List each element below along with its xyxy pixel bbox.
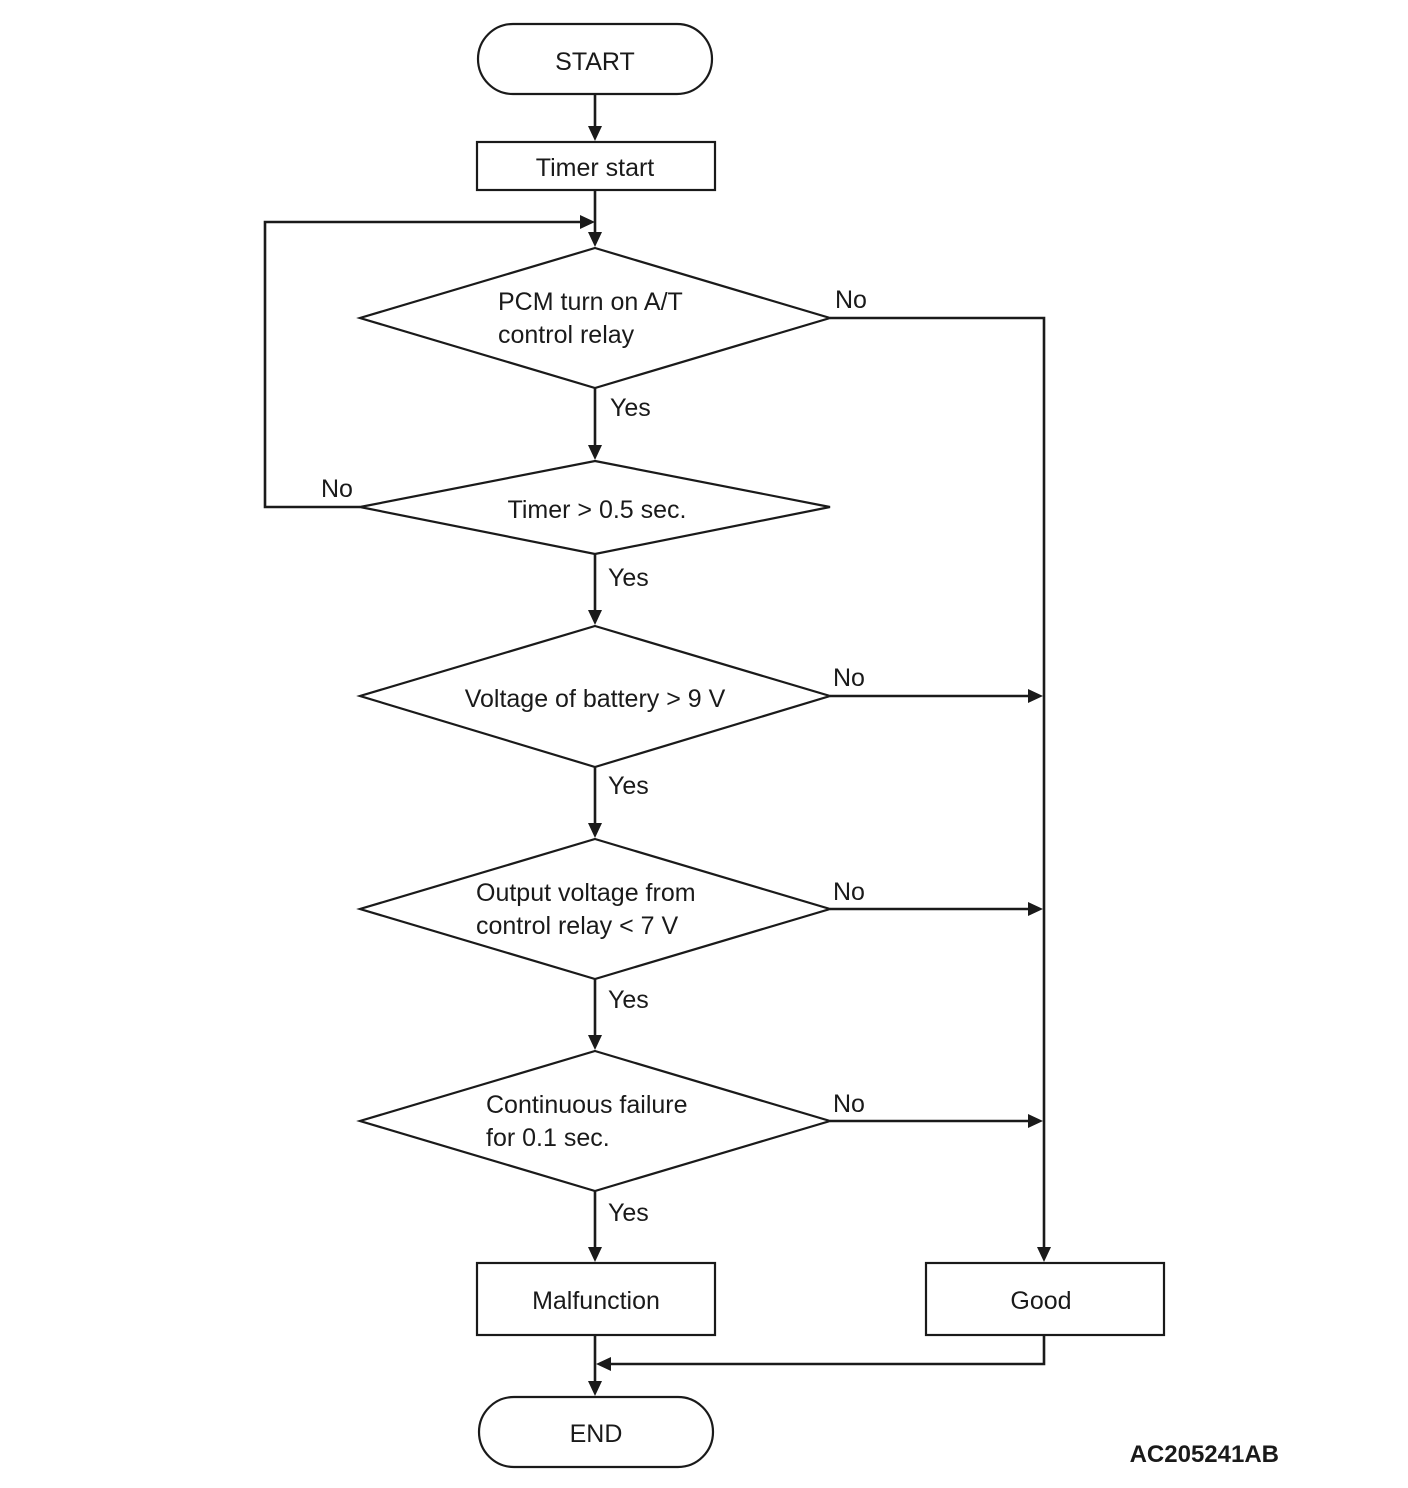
arrowhead-good (1037, 1247, 1051, 1262)
output-decision-line1: Output voltage from (476, 879, 696, 907)
battery-no-label: No (833, 664, 865, 692)
continuous-no-label: No (833, 1090, 865, 1118)
relay-decision-node: PCM turn on A/T control relay (356, 246, 834, 390)
battery-yes-label: Yes (608, 772, 649, 800)
timer-start-box (475, 140, 717, 192)
end-node: END (477, 1395, 715, 1469)
arrowheads (580, 126, 1051, 1396)
arrowhead-end (588, 1381, 602, 1396)
continuous-decision-diamond (356, 1049, 834, 1193)
arrowhead-continuous-decision (588, 1035, 602, 1050)
connector-timer-no-loop (263, 220, 582, 509)
arrowhead-battery-decision (588, 610, 602, 625)
arrowhead-battery-no (1028, 689, 1043, 703)
end-label: END (570, 1420, 623, 1448)
timer-decision-label: Timer > 0.5 sec. (508, 496, 687, 524)
connector-relay-no-to-good (830, 316, 1046, 1249)
timer-decision-diamond (359, 459, 831, 556)
arrowhead-timer-start (588, 126, 602, 141)
relay-decision-line1: PCM turn on A/T (498, 288, 683, 316)
branch-labels: No Yes No Yes No Yes No Yes No Yes (321, 286, 867, 1227)
good-node: Good (924, 1261, 1166, 1337)
connectors (263, 94, 1046, 1383)
relay-decision-line2: control relay (498, 321, 635, 349)
timer-no-label: No (321, 475, 353, 503)
start-terminal-shape (476, 22, 714, 96)
arrowhead-loop-return (580, 215, 595, 229)
good-box (924, 1261, 1166, 1337)
output-decision-diamond (356, 837, 834, 981)
malfunction-node: Malfunction (475, 1261, 717, 1337)
arrowhead-malfunction (588, 1247, 602, 1262)
continuous-decision-line2: for 0.1 sec. (486, 1124, 610, 1152)
battery-decision-label: Voltage of battery > 9 V (465, 685, 726, 713)
start-label: START (555, 48, 635, 76)
good-label: Good (1010, 1287, 1071, 1315)
output-yes-label: Yes (608, 986, 649, 1014)
battery-decision-diamond (356, 624, 834, 769)
timer-decision-node: Timer > 0.5 sec. (359, 459, 831, 556)
relay-no-label: No (835, 286, 867, 314)
continuous-decision-node: Continuous failure for 0.1 sec. (356, 1049, 834, 1193)
arrowhead-output-no (1028, 902, 1043, 916)
figure-id: AC205241AB (1130, 1441, 1279, 1468)
arrowhead-relay-decision (588, 232, 602, 247)
malfunction-box (475, 1261, 717, 1337)
start-node: START (476, 22, 714, 96)
connector-good-to-end (609, 1335, 1046, 1366)
battery-decision-node: Voltage of battery > 9 V (356, 624, 834, 769)
timer-start-label: Timer start (536, 154, 655, 182)
output-decision-line2: control relay < 7 V (476, 912, 679, 940)
relay-yes-label: Yes (610, 394, 651, 422)
continuous-yes-label: Yes (608, 1199, 649, 1227)
timer-yes-label: Yes (608, 564, 649, 592)
arrowhead-timer-decision (588, 445, 602, 460)
arrowhead-merge-left (596, 1357, 611, 1371)
output-no-label: No (833, 878, 865, 906)
arrowhead-continuous-no (1028, 1114, 1043, 1128)
continuous-decision-line1: Continuous failure (486, 1091, 688, 1119)
arrowhead-output-decision (588, 823, 602, 838)
timer-start-node: Timer start (475, 140, 717, 192)
relay-decision-diamond (356, 246, 834, 390)
end-terminal-shape (477, 1395, 715, 1469)
malfunction-label: Malfunction (532, 1287, 660, 1315)
output-decision-node: Output voltage from control relay < 7 V (356, 837, 834, 981)
